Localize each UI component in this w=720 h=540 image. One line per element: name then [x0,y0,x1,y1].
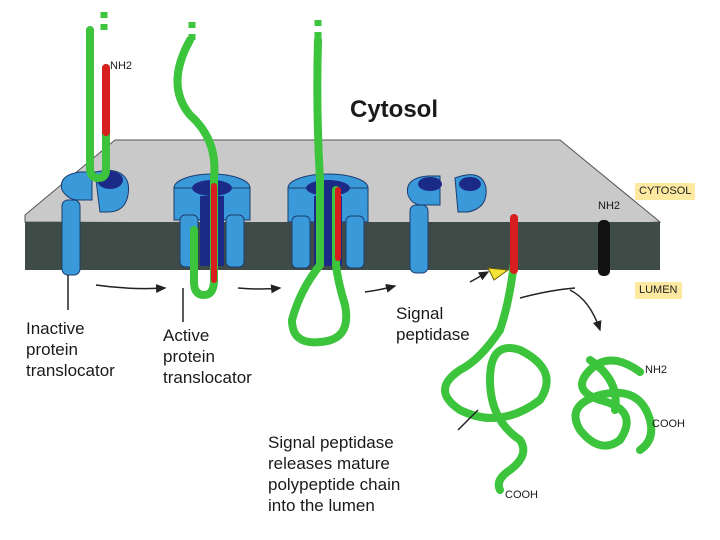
lumen-tag: LUMEN [635,282,682,299]
process-arrows [67,271,602,431]
chain-continuation-dashes [100,12,322,40]
cytosol-tag: CYTOSOL [635,183,696,200]
signal-peptidase-label: Signal peptidase [396,304,470,344]
polypeptide-chains [86,26,656,494]
cytosol-title: Cytosol [350,96,439,123]
cooh-right-label: COOH [652,418,685,430]
active-translocator-2 [287,173,369,269]
cooh-left-label: COOH [505,489,538,501]
active-translocator-label: Active protein translocator [163,326,252,387]
release-caption: Signal peptidase releases mature polypep… [268,433,401,515]
nh2-top-label: NH2 [110,60,133,72]
membrane-anchor-protein [598,220,610,276]
membrane-slab [25,222,660,270]
nh2-lumen-label: NH2 [645,364,668,376]
inactive-translocator-label: Inactive protein translocator [26,319,115,380]
nh2-membrane-label: NH2 [598,200,621,212]
signal-peptidase-icon [487,267,510,281]
released-translocator [406,174,487,274]
